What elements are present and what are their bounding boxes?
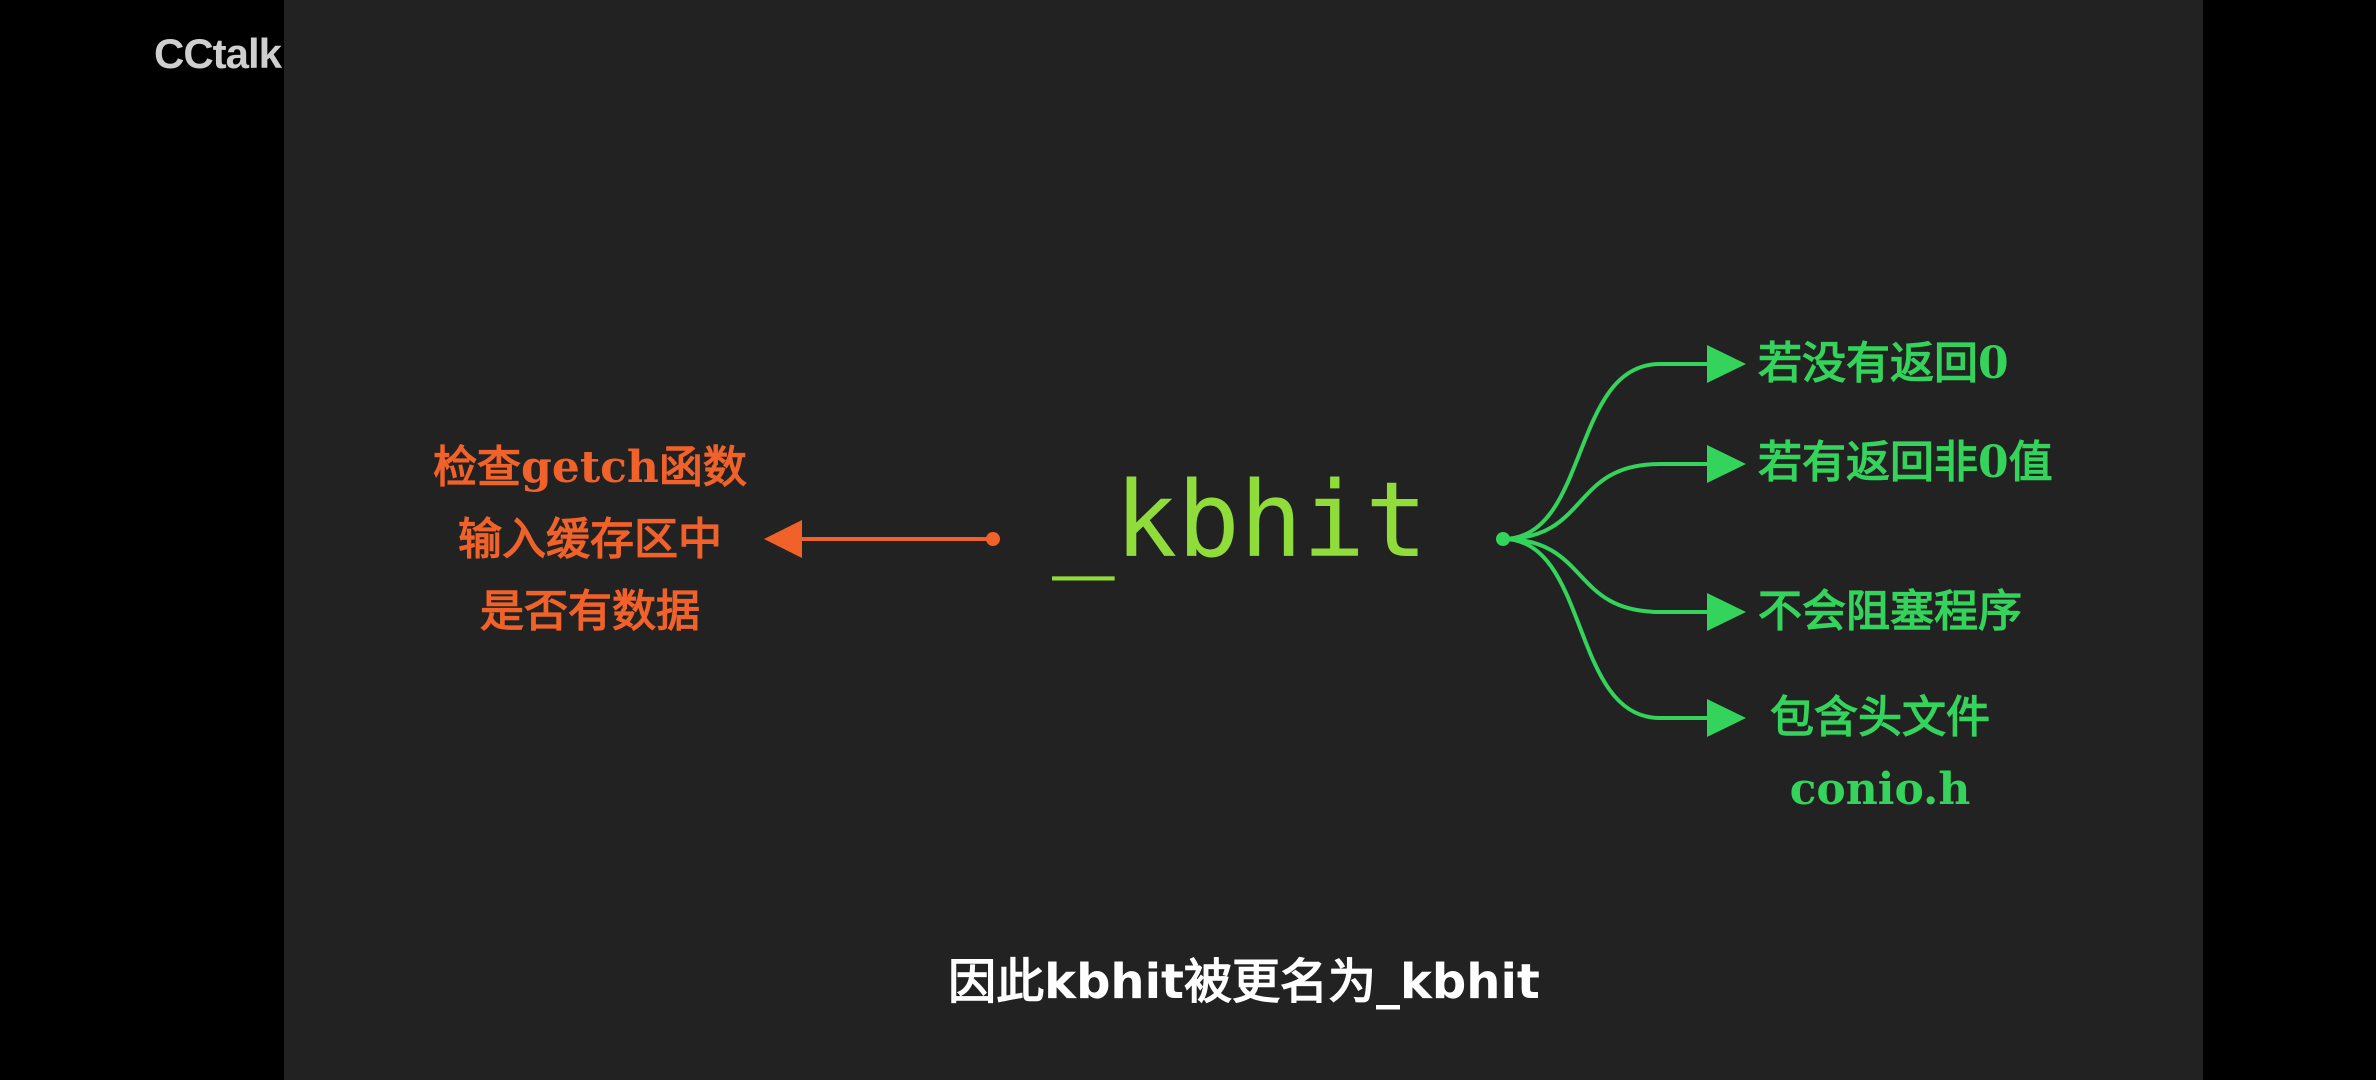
left-node-line: 检查getch函数 [433,442,747,493]
left-node-line: 是否有数据 [480,586,700,637]
slide-area [284,0,2203,1080]
branch-header-file: 包含头文件 conio.h [1750,682,2010,826]
branch-return-zero: 若没有返回0 [1758,338,2009,389]
center-node-kbhit: _kbhit [1052,459,1428,581]
left-node-line: 输入缓存区中 [458,514,722,565]
left-arrow [764,520,1000,558]
branch-header-line: 包含头文件 [1770,692,1990,743]
branch-header-line: conio.h [1789,764,1971,815]
branch-non-blocking: 不会阻塞程序 [1758,586,2022,637]
video-subtitle: 因此kbhit被更名为_kbhit [948,954,1540,1010]
cctalk-watermark: CCtalk [154,30,282,77]
branch-connectors [1496,362,1712,720]
branch-return-nonzero: 若有返回非0值 [1758,437,2053,488]
left-node-description: 检查getch函数 输入缓存区中 是否有数据 [370,432,810,648]
branch-arrowheads [1707,345,1746,737]
